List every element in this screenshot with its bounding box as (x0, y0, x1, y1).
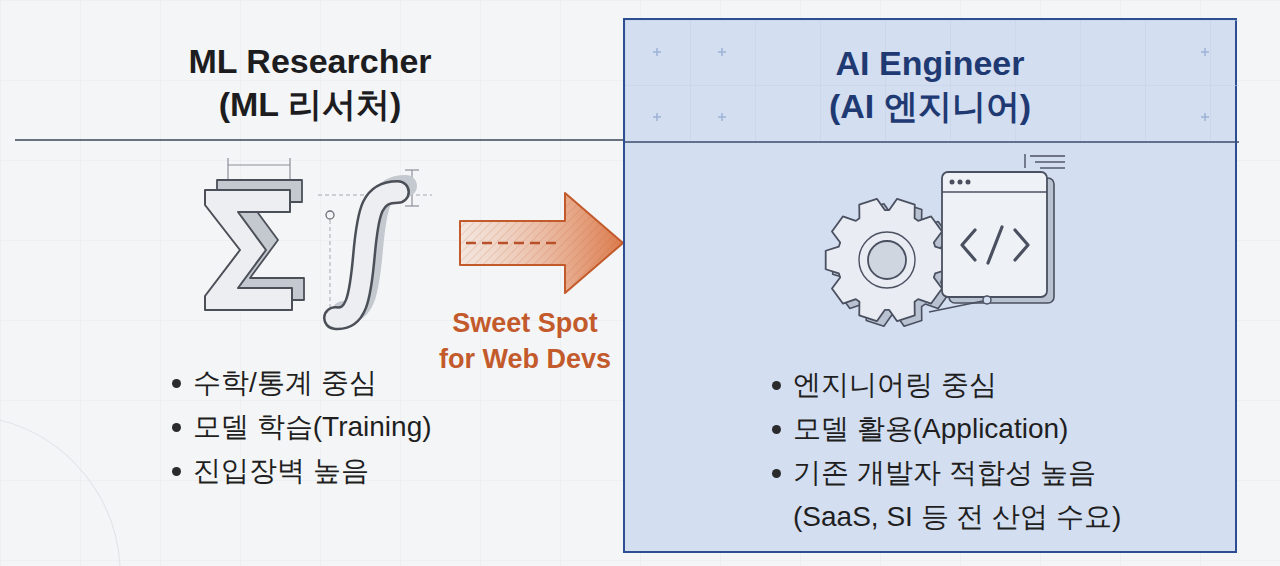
text-line: (ML 리서처) (219, 83, 402, 126)
window-dot (950, 180, 955, 185)
panel-grid (625, 20, 1239, 142)
bullet-text: 진입장벽 높음 (193, 449, 369, 493)
text-line: 수학/통계 중심 (193, 361, 377, 405)
code-slash (988, 227, 1002, 263)
window-titlebar (942, 191, 1047, 193)
window-front (942, 172, 1047, 297)
role-title: AI Engineer (AI 엔지니어) (625, 42, 1235, 128)
text-line: AI Engineer (836, 42, 1025, 85)
bullet-text: 수학/통계 중심 (193, 361, 377, 405)
construction-dot (326, 211, 334, 219)
code-bracket (962, 230, 975, 260)
arrow-hatching (460, 193, 623, 293)
leader-line (929, 301, 983, 312)
bullet-text: 엔지니어링 중심 (793, 363, 997, 407)
bullet-dot (172, 379, 181, 388)
code-window-icon (929, 154, 1065, 312)
decor-line (1024, 154, 1025, 168)
gear-ring (859, 232, 915, 288)
flow-arrow (460, 193, 623, 293)
dimension-line (228, 164, 290, 165)
bullet-item: 수학/통계 중심 (172, 361, 432, 405)
integral-symbol (335, 192, 398, 318)
gear-icon (826, 199, 956, 326)
bullet-list: 엔지니어링 중심모델 활용(Application)기존 개발자 적합성 높음 … (772, 363, 1121, 539)
bullet-item: 기존 개발자 적합성 높음 (SaaS, SI 등 전 산업 수요) (772, 451, 1121, 539)
sigma-symbol (205, 190, 292, 310)
text-line: 모델 활용(Application) (793, 407, 1068, 451)
connector-group (460, 193, 623, 293)
bullet-item: 모델 학습(Training) (172, 405, 432, 449)
decor-path (1201, 48, 1209, 56)
bullet-text: 모델 학습(Training) (193, 405, 432, 449)
decor-path (718, 48, 726, 56)
decor-path (1201, 113, 1209, 121)
decor-path (653, 113, 661, 121)
text-line: 모델 학습(Training) (193, 405, 432, 449)
bullet-item: 모델 활용(Application) (772, 407, 1121, 451)
role-panel: AI Engineer (AI 엔지니어) 엔지니어링 중심모델 활용(Appli… (623, 18, 1237, 553)
text-line: 기존 개발자 적합성 높음 (793, 451, 1096, 495)
role-title: ML Researcher (ML 리서처) (160, 40, 460, 126)
decor-line (1035, 161, 1065, 162)
header-divider (625, 141, 1239, 143)
dimension-tick (405, 169, 419, 170)
bullet-text: 모델 활용(Application) (793, 407, 1068, 451)
bullet-text: 기존 개발자 적합성 높음 (SaaS, SI 등 전 산업 수요) (793, 451, 1121, 539)
role-column: ML Researcher (ML 리서처) 수학/통계 중심모델 학습(Trai… (160, 18, 460, 553)
bullet-list: 수학/통계 중심모델 학습(Training)진입장벽 높음 (172, 361, 432, 493)
bullet-dot (772, 469, 781, 478)
bullet-dot (172, 467, 181, 476)
window-dot (958, 180, 963, 185)
text-line: (SaaS, SI 등 전 산업 수요) (793, 495, 1121, 539)
math-icon (205, 158, 432, 332)
code-bracket (1015, 230, 1028, 260)
bullet-dot (772, 381, 781, 390)
bullet-dot (172, 423, 181, 432)
integral-outline (335, 192, 398, 318)
bullet-item: 엔지니어링 중심 (772, 363, 1121, 407)
gear-front (826, 199, 949, 321)
text-line: (AI 엔지니어) (829, 85, 1031, 128)
edge-label: Sweet Spot for Web Devs (433, 305, 617, 377)
decor-path (653, 48, 661, 56)
faint-arc (0, 420, 120, 566)
signal-lines (1025, 154, 1065, 168)
gear-hole (868, 241, 906, 279)
dimension-tick (405, 205, 419, 206)
text-line: 엔지니어링 중심 (793, 363, 997, 407)
arrow-dash (466, 242, 561, 245)
text-line: 진입장벽 높음 (193, 449, 369, 493)
window-dot (966, 180, 971, 185)
decor-line (1040, 167, 1065, 168)
leader-dot (983, 296, 991, 304)
decor-line (1030, 155, 1065, 156)
text-line: ML Researcher (188, 40, 431, 83)
bullet-dot (772, 425, 781, 434)
header-divider (15, 139, 623, 141)
bullet-item: 진입장벽 높음 (172, 449, 432, 493)
decor-path (718, 113, 726, 121)
